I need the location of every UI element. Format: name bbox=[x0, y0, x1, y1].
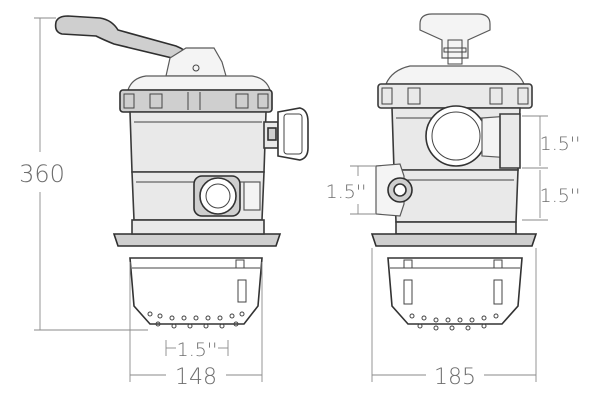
front-view bbox=[370, 13, 538, 331]
front-basket bbox=[387, 257, 523, 325]
left-side-pipe-label: 1.5'' bbox=[326, 181, 367, 203]
right-upper-pipe-label: 1.5'' bbox=[540, 133, 581, 155]
height-dimension: 360 bbox=[19, 17, 148, 331]
width-left-dimension: 148 bbox=[129, 262, 263, 390]
front-handle bbox=[419, 13, 491, 59]
valve-lid bbox=[127, 75, 271, 91]
width-left-label: 148 bbox=[175, 365, 217, 390]
bottom-pipe-label: 1.5'' bbox=[177, 339, 218, 361]
width-right-dimension: 185 bbox=[371, 248, 537, 390]
front-mid-body bbox=[393, 169, 519, 223]
width-right-label: 185 bbox=[434, 365, 476, 390]
height-label: 360 bbox=[19, 160, 65, 188]
left-side-pipe-dimension: 1.5'' bbox=[326, 165, 376, 215]
valve-upper-body bbox=[129, 111, 267, 173]
clamp-ring bbox=[119, 89, 273, 113]
front-main-port bbox=[425, 105, 487, 167]
front-flange bbox=[370, 233, 538, 247]
right-lower-pipe-label: 1.5'' bbox=[540, 185, 581, 207]
front-clamp bbox=[377, 83, 533, 109]
front-lid bbox=[385, 65, 525, 85]
flange bbox=[112, 233, 282, 247]
bottom-pipe-dimension: 1.5'' bbox=[165, 339, 229, 361]
side-view bbox=[54, 15, 309, 329]
bottom-basket bbox=[129, 257, 263, 325]
right-pipe-dimensions: 1.5'' 1.5'' bbox=[522, 115, 581, 221]
